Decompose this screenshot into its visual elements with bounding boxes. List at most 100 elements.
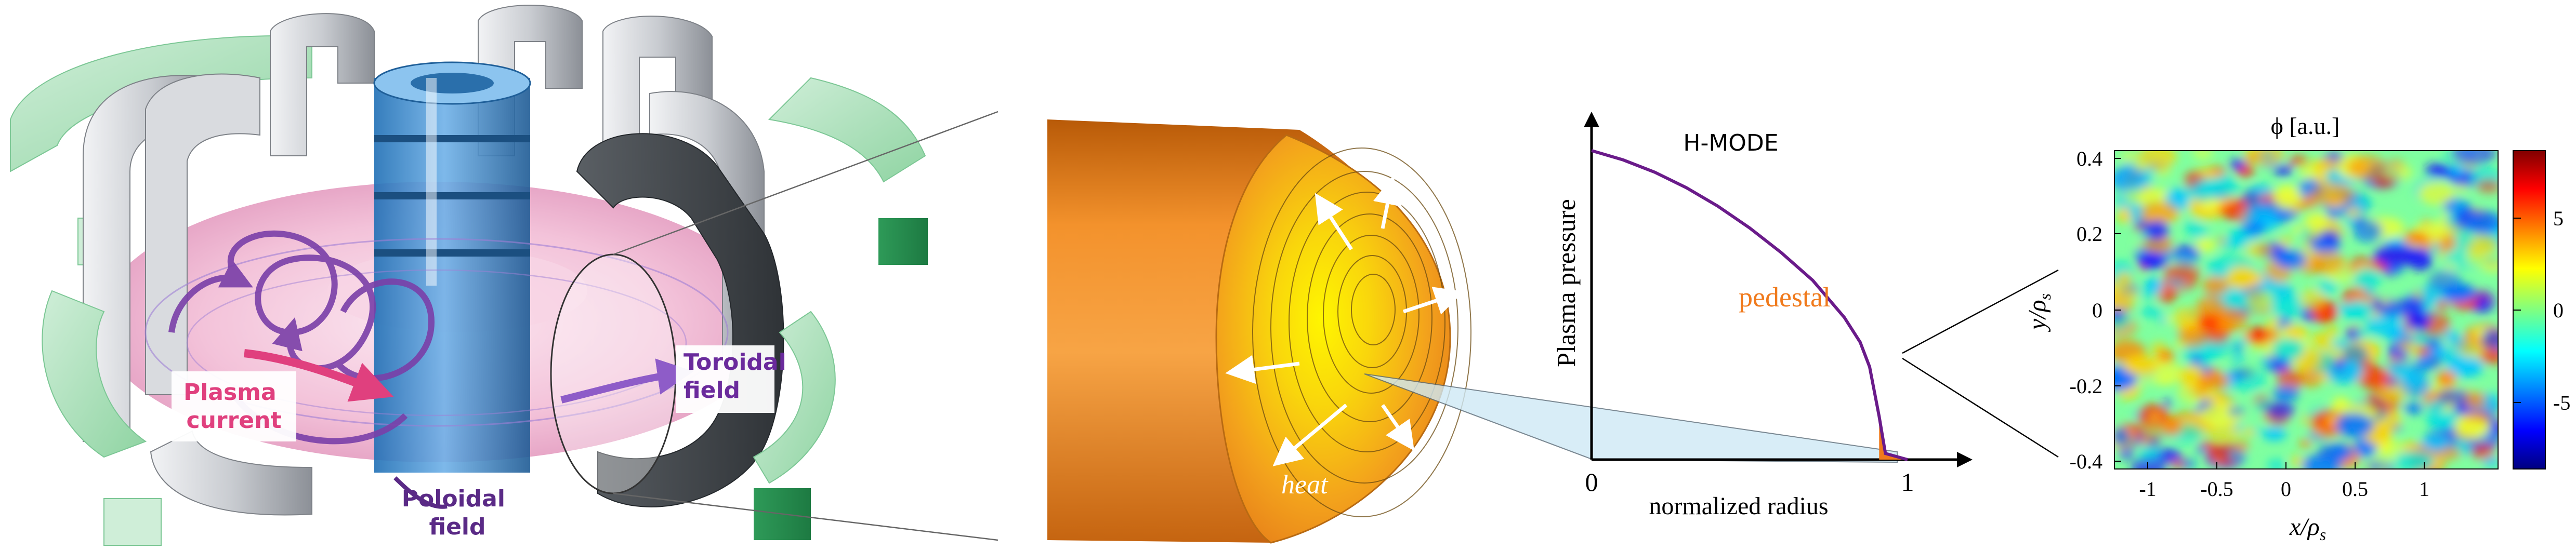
x-tick-label: 1 [2419,477,2429,501]
poloidal-coil-bottom-left-end [103,498,162,546]
turbulence-blob [2353,220,2383,243]
turbulence-blob [2140,202,2179,225]
turbulence-blob [2243,156,2257,164]
heatmap-y-ticks: 0.40.20-0.2-0.4 [2070,147,2121,473]
turbulence-blob [2430,243,2441,253]
pedestal-region [1879,416,1908,460]
turbulence-blob [2262,426,2286,441]
turbulence-blob [2119,448,2134,459]
turbulence-blob [2290,454,2304,467]
turbulence-blob [2319,229,2341,245]
turbulence-blob [2368,462,2383,469]
turbulence-blob [2158,316,2167,324]
turbulence-blob [2277,236,2294,247]
colorbar-tick-label: 0 [2553,299,2564,322]
turbulence-blob [2196,446,2207,454]
turbulence-blob [2387,360,2411,379]
turbulence-blob [2441,447,2461,460]
colorbar-ticks: 50-5 [2513,207,2570,414]
turbulence-blob [2472,444,2494,460]
turbulence-blob [2198,177,2240,199]
poloidal-coil-top-left [10,35,312,172]
turbulence-blob [2245,428,2254,437]
turbulence-blob [2210,266,2231,279]
turbulence-blob [2260,357,2272,366]
turbulence-blob [2114,169,2152,191]
turbulence-blob [2114,427,2130,445]
turbulence-blob [2212,394,2223,405]
turbulence-blob [2274,165,2293,177]
turbulence-blob [2481,329,2498,352]
turbulence-blob [2334,360,2345,370]
zoom-line-map-bottom [1902,357,2059,458]
toroidal-flow-line [144,238,729,427]
turbulence-blob [2333,397,2348,410]
y-tick-label: 0 [2092,299,2102,322]
toroidal-field-label-box [676,345,774,413]
turbulence-blob [2398,341,2415,351]
y-tick-label: 0.4 [2076,147,2102,170]
turbulence-blob [2438,253,2447,260]
turbulence-blob [2165,315,2175,324]
plasma-current-label: Plasma current [183,379,284,434]
turbulence-blob [2372,176,2396,189]
flux-surfaces [1252,147,1471,517]
turbulence-blob [2340,359,2365,375]
radius-wedge [1364,373,1898,463]
turbulence-blob [2443,153,2451,160]
turbulence-blob [2380,384,2407,403]
poloidal-coil-bottom-right [753,311,836,484]
turbulence-blob [2228,450,2242,461]
turbulence-blob [2417,352,2442,370]
turbulence-blob [2311,158,2337,172]
turbulence-blob [2230,158,2245,170]
turbulence-blob [2197,372,2230,390]
turbulence-blob [2437,388,2470,406]
zoom-line-top [613,111,998,256]
x-tick-label: 0.5 [2342,477,2368,501]
turbulence-blob [2311,182,2354,207]
turbulence-blob [2443,284,2477,303]
turbulence-blob [2481,258,2498,273]
turbulence-blob [2421,219,2430,226]
turbulence-blob [2482,392,2498,407]
turbulence-blob [2163,417,2182,436]
turbulence-blob [2114,284,2139,308]
turbulence-blob [2299,439,2311,448]
turbulence-blob [2491,422,2498,435]
turbulence-blob [2233,343,2242,351]
turbulence-blob [2354,269,2381,289]
turbulence-blob [2318,444,2354,462]
turbulence-blob [2148,413,2161,422]
turbulence-blob [2452,200,2465,209]
turbulence-blob [2312,332,2332,347]
turbulence-blob [2309,250,2346,274]
turbulence-blob [2145,220,2169,240]
turbulence-blob [2231,351,2245,365]
turbulence-blob [2415,346,2430,356]
turbulence-blob [2381,298,2390,305]
turbulence-blob [2145,277,2163,293]
turbulence-blob [2267,459,2285,469]
heatmap-field [2114,151,2498,469]
turbulence-blob [2473,326,2486,338]
turbulence-blob [2178,326,2209,347]
turbulence-blob [2403,231,2429,246]
turbulence-blob [2454,183,2468,194]
zoom-line-bottom [613,492,998,541]
x-axis-label: normalized radius [1649,492,1828,520]
y-axis-label: Plasma pressure [1552,199,1581,367]
heatmap-title: ϕ [a.u.] [2271,113,2340,139]
turbulence-blob [2157,350,2175,363]
colorbar-tick-label: 5 [2553,207,2564,230]
x-tick-0: 0 [1585,467,1598,497]
turbulence-blob [2226,267,2258,290]
turbulence-blob [2152,448,2182,463]
x-tick-label: -1 [2139,477,2156,501]
x-tick-label: -0.5 [2200,477,2233,501]
zoom-line-map-top [1902,269,2059,354]
turbulence-blob [2399,296,2425,316]
turbulence-blob [2436,370,2456,387]
heat-flux-arrows [1225,175,1464,466]
